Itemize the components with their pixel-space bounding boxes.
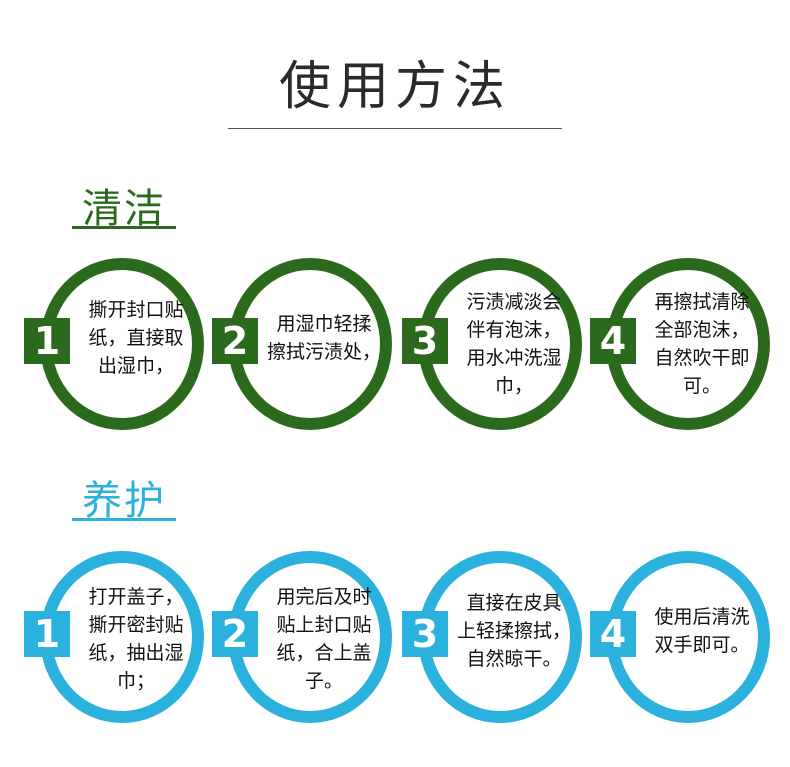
clean-step-3: 3 污渍减淡会 伴有泡沫， 用水冲洗湿 巾， <box>402 258 582 438</box>
care-step-1: 1 打开盖子， 撕开密封贴 纸，抽出湿 巾； <box>24 551 204 731</box>
step-number-badge: 3 <box>402 318 448 364</box>
care-step-3: 3 直接在皮具 上轻揉擦拭， 自然晾干。 <box>402 551 582 731</box>
section-rule-care <box>72 518 176 521</box>
step-text: 污渍减淡会 伴有泡沫， 用水冲洗湿 巾， <box>466 291 562 397</box>
step-number-badge: 4 <box>590 611 636 657</box>
step-text: 直接在皮具 上轻揉擦拭， 自然晾干。 <box>456 592 571 670</box>
section-rule-clean <box>72 226 176 229</box>
step-text: 用完后及时 贴上封口贴 纸，合上盖 子。 <box>276 586 372 692</box>
step-number-badge: 2 <box>212 318 258 364</box>
section-label-clean: 清洁 <box>82 186 166 232</box>
step-number-badge: 3 <box>402 611 448 657</box>
step-text: 撕开封口贴 纸，直接取 出湿巾， <box>88 299 184 377</box>
care-step-2: 2 用完后及时 贴上封口贴 纸，合上盖 子。 <box>212 551 392 731</box>
step-number-badge: 1 <box>24 318 70 364</box>
clean-step-1: 1 撕开封口贴 纸，直接取 出湿巾， <box>24 258 204 438</box>
step-number-badge: 2 <box>212 611 258 657</box>
step-text: 使用后清洗 双手即可。 <box>654 606 750 656</box>
title-divider <box>228 128 562 129</box>
clean-step-4: 4 再擦拭清除 全部泡沫， 自然吹干即 可。 <box>590 258 770 438</box>
step-text: 再擦拭清除 全部泡沫， 自然吹干即 可。 <box>654 291 750 397</box>
step-text: 用湿巾轻揉 擦拭污渍处， <box>266 313 381 363</box>
page-title: 使用方法 <box>278 57 511 117</box>
step-text: 打开盖子， 撕开密封贴 纸，抽出湿 巾； <box>88 586 184 692</box>
care-step-4: 4 使用后清洗 双手即可。 <box>590 551 770 731</box>
section-label-care: 养护 <box>82 478 166 524</box>
clean-step-2: 2 用湿巾轻揉 擦拭污渍处， <box>212 258 392 438</box>
step-number-badge: 1 <box>24 611 70 657</box>
step-number-badge: 4 <box>590 318 636 364</box>
